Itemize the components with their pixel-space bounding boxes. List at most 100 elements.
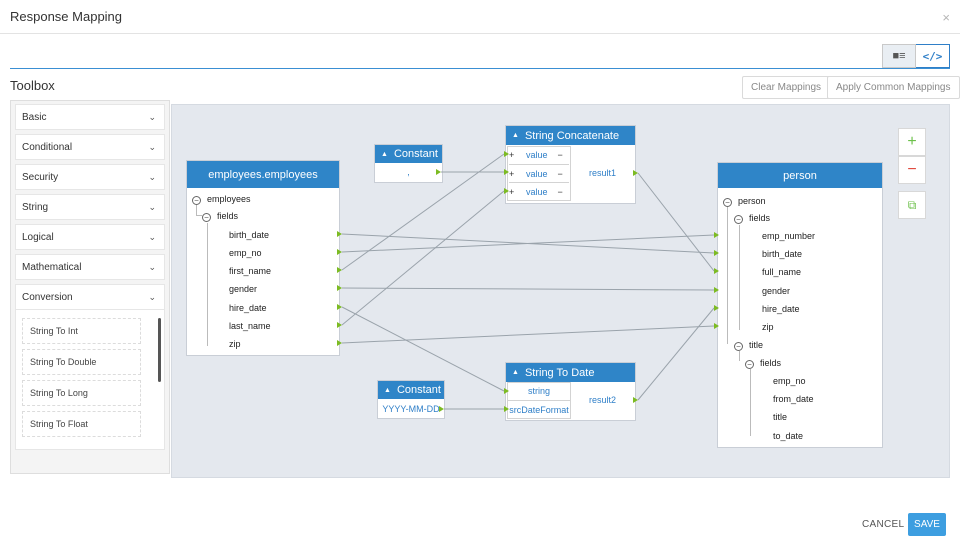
add-input-icon[interactable]: + [509, 186, 515, 197]
graph-view-button[interactable]: ■≡ [882, 44, 916, 68]
concat-output[interactable]: result1 [589, 168, 617, 178]
add-input-icon[interactable]: + [509, 168, 515, 179]
category-logical[interactable]: Logical⌄ [15, 224, 165, 250]
output-port[interactable] [436, 169, 441, 175]
target-sub-field[interactable]: emp_no [773, 376, 806, 386]
cancel-button[interactable]: CANCEL [862, 519, 905, 530]
target-root: −person [723, 196, 766, 207]
target-sub-field[interactable]: title [773, 412, 788, 422]
remove-input-icon[interactable]: − [557, 168, 563, 179]
collapse-triangle-icon[interactable]: ▲ [512, 369, 519, 376]
collapse-triangle-icon[interactable]: ▲ [512, 132, 519, 139]
output-port[interactable] [337, 231, 342, 237]
source-field[interactable]: last_name [229, 321, 271, 331]
input-port[interactable] [504, 169, 509, 175]
source-node[interactable]: employees.employees [186, 160, 340, 356]
constant-node[interactable]: ▲Constant , [374, 144, 443, 183]
output-port[interactable] [337, 249, 342, 255]
collapse-icon[interactable]: − [723, 198, 732, 207]
input-label: value [526, 168, 548, 179]
output-port[interactable] [439, 406, 444, 412]
save-button[interactable]: SAVE [908, 513, 946, 536]
remove-input-icon[interactable]: − [557, 150, 563, 160]
concat-input-2[interactable]: + value− [509, 164, 569, 182]
category-conversion[interactable]: Conversion⌄ [15, 284, 165, 310]
input-port[interactable] [714, 323, 719, 329]
category-conditional[interactable]: Conditional⌄ [15, 134, 165, 160]
source-field[interactable]: gender [229, 284, 258, 294]
to-date-input-string[interactable]: string [509, 382, 569, 400]
target-field[interactable]: hire_date [762, 304, 800, 314]
output-port[interactable] [337, 304, 342, 310]
output-port[interactable] [337, 285, 342, 291]
to-date-input-format[interactable]: srcDateFormat [507, 400, 571, 418]
input-port[interactable] [504, 188, 509, 194]
input-port[interactable] [714, 250, 719, 256]
input-port[interactable] [714, 305, 719, 311]
output-port[interactable] [337, 322, 342, 328]
collapse-icon[interactable]: − [734, 215, 743, 224]
conversion-items-list[interactable]: String To Int String To Double String To… [15, 310, 165, 450]
constant-value[interactable]: YYYY-MM-DD [382, 404, 440, 414]
source-field[interactable]: zip [229, 339, 241, 349]
source-field[interactable]: emp_no [229, 248, 262, 258]
tool-string-to-double[interactable]: String To Double [22, 349, 141, 375]
constant-node[interactable]: ▲Constant YYYY-MM-DD [377, 380, 445, 419]
source-field[interactable]: first_name [229, 266, 272, 276]
category-security[interactable]: Security⌄ [15, 164, 165, 190]
target-field[interactable]: birth_date [762, 249, 803, 259]
collapse-icon[interactable]: − [202, 213, 211, 222]
collapse-triangle-icon[interactable]: ▲ [384, 386, 391, 394]
concat-node-title: ▲String Concatenate [506, 126, 635, 145]
source-field[interactable]: hire_date [229, 303, 267, 313]
output-port[interactable] [633, 170, 638, 176]
output-port[interactable] [337, 340, 342, 346]
code-view-button[interactable]: </> [916, 44, 950, 68]
collapse-icon[interactable]: − [192, 196, 201, 205]
concat-input-1[interactable]: + value− [509, 146, 569, 164]
zoom-out-icon[interactable]: − [898, 156, 926, 184]
target-field[interactable]: zip [762, 322, 774, 332]
tool-string-to-int[interactable]: String To Int [22, 318, 141, 344]
output-port[interactable] [337, 267, 342, 273]
apply-common-mappings-button[interactable]: Apply Common Mappings [827, 76, 960, 99]
target-field[interactable]: gender [762, 286, 791, 296]
input-label: value [526, 150, 548, 160]
tool-string-to-float[interactable]: String To Float [22, 411, 141, 437]
target-field[interactable]: full_name [762, 267, 802, 277]
scrollbar-thumb[interactable] [158, 318, 161, 382]
concat-input-3[interactable]: +value− [509, 182, 569, 200]
clear-mappings-button[interactable]: Clear Mappings [742, 76, 831, 99]
copy-icon[interactable]: ⧉ [898, 191, 926, 219]
input-port[interactable] [504, 151, 509, 157]
collapse-icon[interactable]: − [745, 360, 754, 369]
target-field[interactable]: emp_number [762, 231, 816, 241]
input-port[interactable] [714, 287, 719, 293]
remove-input-icon[interactable]: − [557, 186, 563, 197]
input-port[interactable] [714, 232, 719, 238]
output-port[interactable] [633, 397, 638, 403]
target-node[interactable]: person [717, 162, 883, 448]
target-sub-field[interactable]: to_date [773, 431, 804, 441]
concat-inputs [507, 146, 571, 201]
tree-guide [196, 205, 197, 215]
add-input-icon[interactable]: + [509, 150, 515, 160]
tool-string-to-long[interactable]: String To Long [22, 380, 141, 406]
category-mathematical[interactable]: Mathematical⌄ [15, 254, 165, 280]
input-port[interactable] [504, 388, 509, 394]
source-field[interactable]: birth_date [229, 230, 270, 240]
category-string[interactable]: String⌄ [15, 194, 165, 220]
target-sub-group: −fields [745, 358, 781, 369]
zoom-in-icon[interactable]: + [898, 128, 926, 156]
category-basic[interactable]: Basic⌄ [15, 104, 165, 130]
category-label: String [22, 201, 49, 213]
constant-value[interactable]: , [407, 167, 410, 177]
input-port[interactable] [504, 406, 509, 412]
collapse-icon[interactable]: − [734, 342, 743, 351]
target-sub-field[interactable]: from_date [773, 394, 814, 404]
to-date-output[interactable]: result2 [589, 395, 617, 405]
collapse-triangle-icon[interactable]: ▲ [381, 150, 388, 158]
close-icon[interactable]: × [942, 10, 950, 25]
dialog-title: Response Mapping [10, 9, 123, 24]
input-port[interactable] [714, 268, 719, 274]
